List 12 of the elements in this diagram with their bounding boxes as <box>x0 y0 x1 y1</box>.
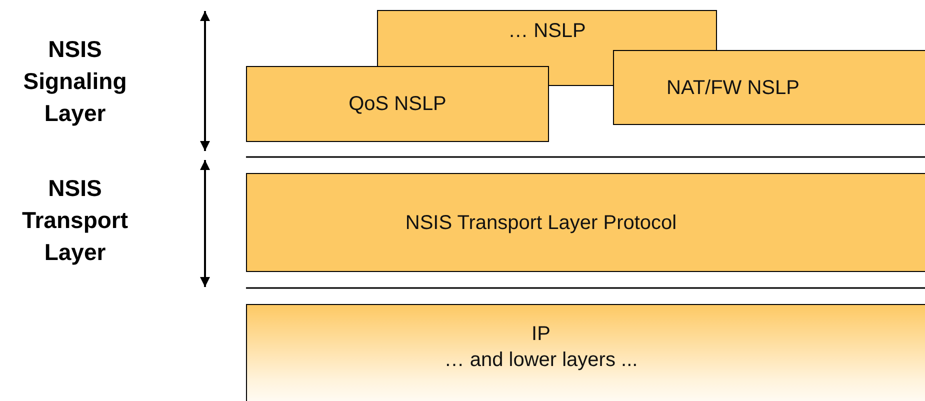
layer-heading: NSIS Signaling Layer <box>22 35 128 128</box>
layer-box <box>246 173 925 272</box>
layer-name: NAT/FW NSLP <box>666 76 800 100</box>
layer-box <box>613 50 925 125</box>
layer-name: IP <box>532 322 550 347</box>
layer-name: … NSLP <box>508 19 586 44</box>
layer-box <box>246 66 549 142</box>
layer-heading: NSIS Transport Layer <box>20 174 130 268</box>
layer-box <box>246 304 925 401</box>
layer-name: QoS NSLP <box>348 92 446 117</box>
layer-name: NSIS Transport Layer Protocol <box>405 210 677 236</box>
layer-name: … and lower layers ... <box>444 348 638 373</box>
